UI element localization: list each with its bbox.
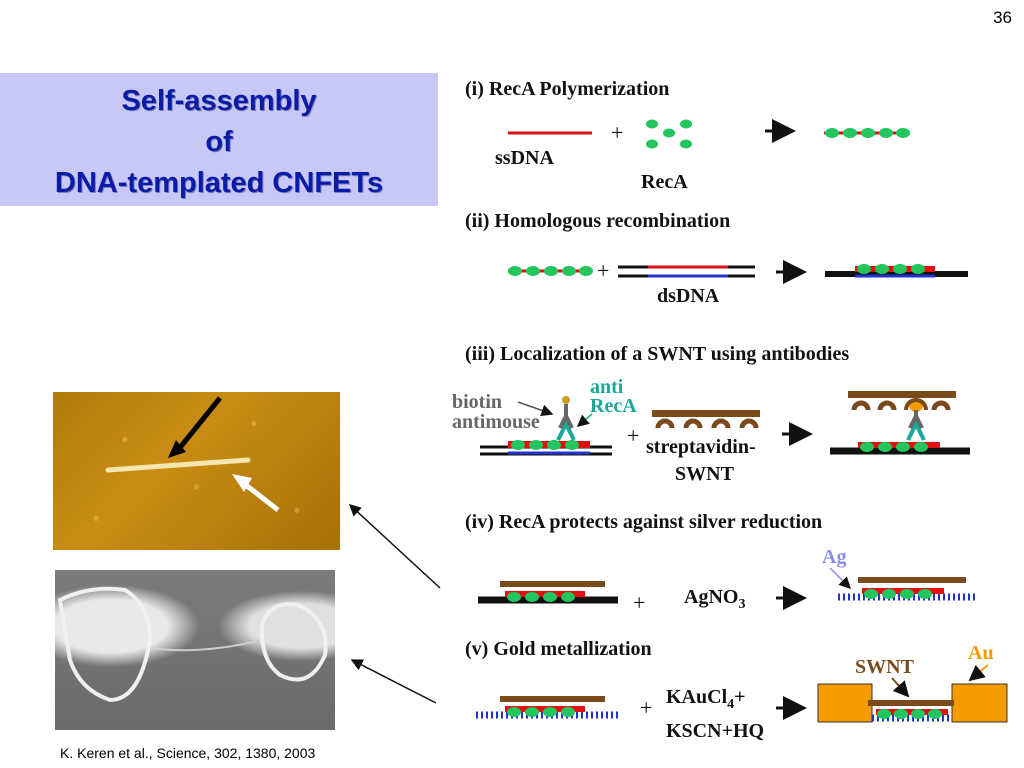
biotin-text: biotin [452,391,503,413]
afm-white-arrowhead [232,474,252,492]
kaucl-plus: + [734,686,746,708]
afm-overlays [105,396,280,512]
complex-iii-left [480,396,612,456]
citation: K. Keren et al., Science, 302, 1380, 200… [60,745,316,761]
au-label: Au [968,642,994,664]
agno3-subscript: 3 [738,597,746,612]
anti-text: anti [590,376,624,398]
complex-v-left [476,696,618,719]
ag-label: Ag [822,546,847,568]
plus-sign: + [611,120,624,145]
title-box: Self-assembly of DNA-templated CNFETs [0,73,438,206]
slide-title: Self-assembly of DNA-templated CNFETs [0,81,438,204]
agno3-label: AgNO3 [684,586,745,613]
pointer-arrow-afm [348,503,441,589]
agno3-main: AgNO [684,586,739,608]
biotin-antimouse-label: biotin antimouse [452,392,540,432]
sem-electrode-left [57,586,153,703]
reca-filament-1 [824,128,910,138]
plus-sign: + [627,423,640,448]
swnt-label-2: SWNT [855,656,914,678]
reca-monomers [646,119,692,149]
complex-iii-right [830,391,970,455]
recombined-complex [825,264,968,278]
afm-nanotube [105,457,251,473]
plus-sign: + [597,258,610,283]
sem-nanotube [149,639,263,652]
kaucl-main: KAuCl [666,686,728,708]
anti-reca-label: anti RecA [590,376,637,417]
plus-sign: + [633,590,646,615]
sem-overlays [57,586,328,703]
title-line-3: DNA-templated CNFETs [54,167,384,199]
reca-label: RecA [641,171,688,193]
dsdna-label: dsDNA [657,285,720,307]
complex-iv-left [478,581,618,604]
title-line-2: of [205,126,233,158]
plus-sign: + [640,695,653,720]
streptavidin-swnt [652,410,760,429]
step-1-title: (i) RecA Polymerization [465,78,670,100]
kscn-text: KSCN+HQ [666,720,765,742]
sem-electrode-right [259,602,328,682]
step-2-title: (ii) Homologous recombination [465,210,731,232]
reca-filament-2 [508,266,593,276]
step-3-title: (iii) Localization of a SWNT using antib… [465,343,850,365]
antimouse-text: antimouse [452,411,540,433]
streptavidin-label: streptavidin- [646,436,756,458]
title-line-1: Self-assembly [121,85,317,117]
step-5-title: (v) Gold metallization [465,638,652,660]
step-4-title: (iv) RecA protects against silver reduct… [465,511,823,533]
anti-reca-text: RecA [590,395,637,417]
complex-iv-right [829,567,978,601]
pointer-arrow-sem [350,659,437,704]
afm-white-arrow [240,480,280,512]
gold-reagents-label: KAuCl4+ KSCN+HQ [666,684,764,744]
ssdna-label: ssDNA [495,147,554,169]
afm-black-arrowhead [168,440,186,458]
afm-black-arrow [176,396,222,452]
complex-v-right [817,664,1008,723]
dsdna [618,265,755,278]
kaucl-subscript: 4 [727,697,735,712]
swnt-label: SWNT [675,463,734,485]
page-number: 36 [993,8,1012,27]
afm-image [53,392,340,550]
